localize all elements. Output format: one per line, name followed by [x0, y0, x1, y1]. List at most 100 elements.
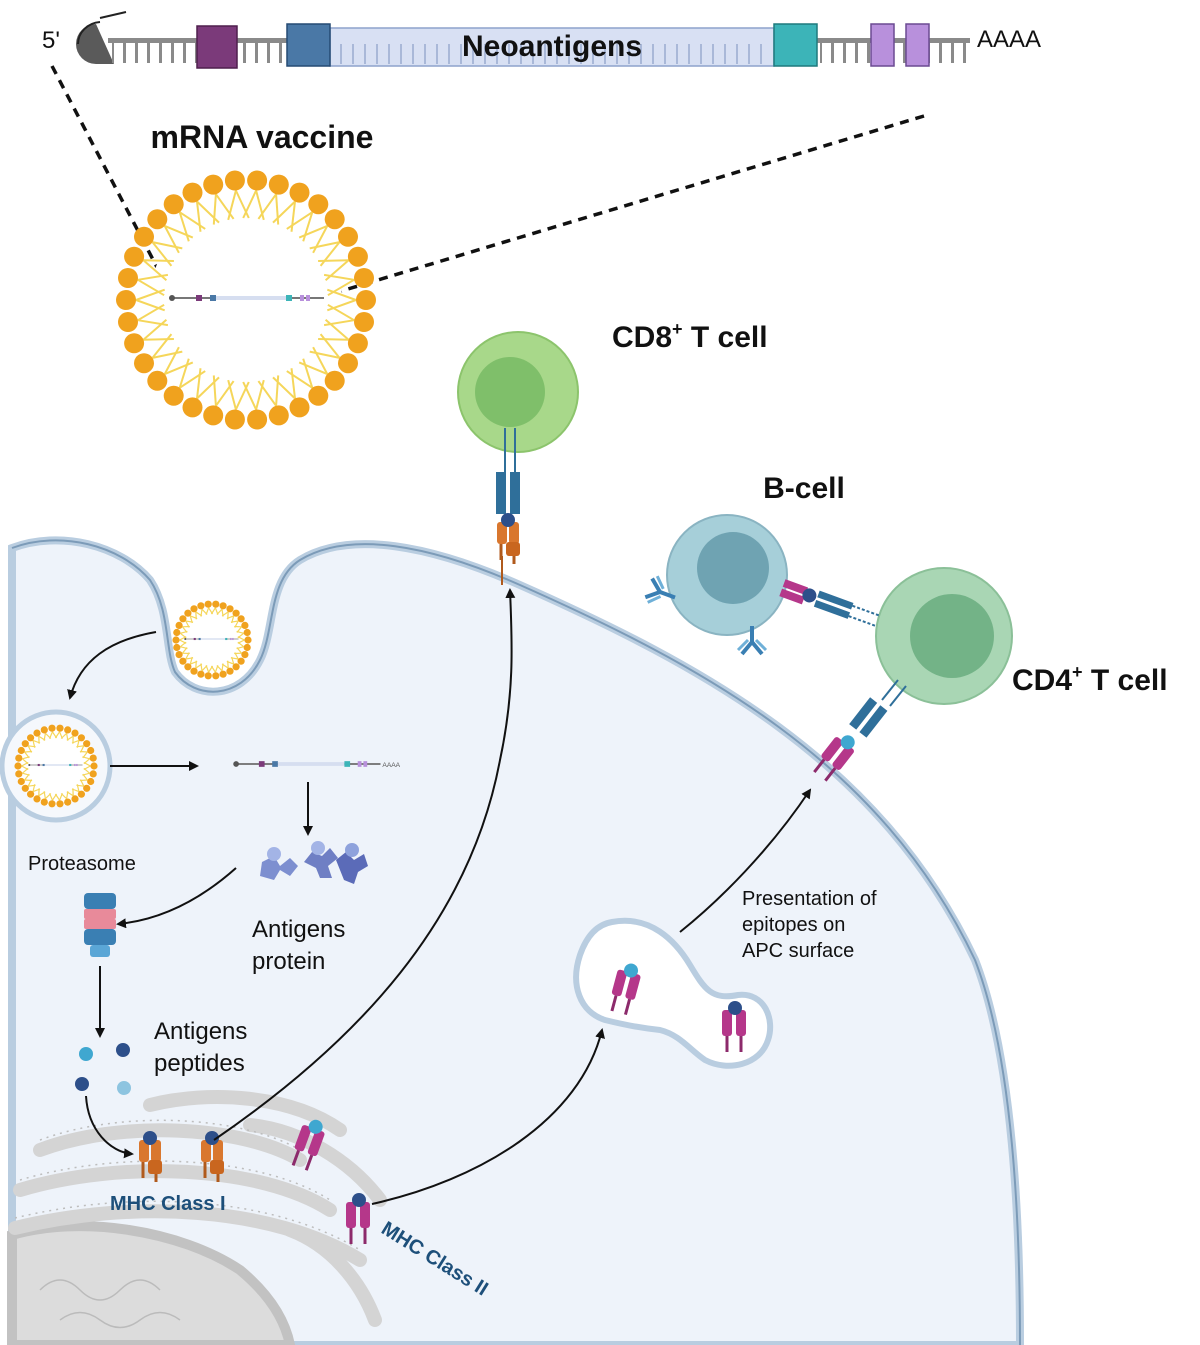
lipid-head: [224, 409, 245, 430]
antigen-protein-icon: [260, 841, 368, 884]
zoom-line-left: [50, 65, 174, 297]
lipid-head: [212, 600, 220, 608]
lipid-head: [308, 385, 329, 406]
lipid-head: [219, 602, 227, 610]
lipid-head: [324, 209, 345, 230]
lipid-head: [15, 770, 23, 778]
lipid-head: [224, 170, 245, 191]
lipid-head: [173, 643, 181, 652]
lipid-head: [289, 182, 310, 203]
cd4-apc-synapse: [808, 679, 907, 786]
lipid-head: [203, 405, 224, 426]
endoplasmic-reticulum: [8, 1090, 387, 1327]
lipid-nanoparticle: [116, 170, 376, 430]
lipid-head: [247, 409, 268, 430]
antigens-peptides-label-1: Antigens: [154, 1018, 247, 1045]
lipid-head: [338, 353, 358, 374]
endocytic-vesicle: [172, 600, 252, 680]
cd4-t-cell-label: CD4+ T cell: [1012, 662, 1168, 697]
cell-membrane: [8, 536, 1025, 1345]
lipid-head: [17, 777, 25, 786]
mrna-construct: 5' Neoantigens AAAA: [42, 11, 1041, 69]
nucleus: [7, 1221, 296, 1345]
antigens-protein-label-1: Antigens: [252, 916, 345, 943]
lipid-head: [134, 353, 154, 374]
lipid-head: [190, 667, 198, 675]
five-prime-label: 5': [42, 27, 60, 54]
lipid-head: [237, 657, 245, 665]
lipid-head: [56, 724, 64, 732]
lipid-head: [232, 663, 240, 671]
released-mrna-poly-a: AAAA: [382, 762, 400, 769]
lipid-head: [21, 784, 29, 792]
lipid-head: [21, 740, 29, 748]
lipid-head: [354, 312, 374, 332]
lipid-head: [241, 651, 249, 659]
lipid-head: [244, 636, 252, 644]
proteasome-label: Proteasome: [28, 853, 136, 875]
mrna-vaccine-title: mRNA vaccine: [151, 119, 374, 155]
presentation-label-3: APC surface: [742, 940, 854, 962]
lipid-head: [268, 405, 289, 426]
t-cell-receptor-icon: [496, 472, 520, 514]
lipid-head: [204, 672, 212, 680]
lipid-head: [134, 226, 154, 247]
lipid-head: [48, 800, 56, 808]
lipid-head: [56, 800, 64, 808]
utr-element: [196, 25, 238, 69]
lipid-head: [212, 672, 220, 680]
endosome: [0, 709, 113, 823]
b-cell-label: B-cell: [763, 472, 845, 505]
proteasome-icon: [84, 893, 116, 957]
mhc-ii-vesicle: [573, 917, 774, 1069]
lipid-head: [14, 762, 22, 770]
cd8-t-cell-label: CD8+ T cell: [612, 319, 768, 354]
lipid-head: [347, 333, 368, 354]
cap-icon: [76, 24, 114, 64]
lipid-head: [89, 754, 97, 762]
lipid-head: [116, 290, 136, 310]
lipid-head: [83, 784, 91, 792]
lipid-head: [175, 651, 183, 659]
lipid-head: [179, 615, 187, 623]
lipid-head: [40, 798, 48, 806]
lipid-head: [27, 734, 35, 742]
lipid-head: [219, 670, 227, 678]
lipid-head: [268, 174, 289, 195]
lipid-head: [182, 182, 203, 203]
lipid-head: [48, 724, 56, 732]
lipid-head: [241, 621, 249, 629]
lipid-head: [87, 746, 95, 755]
lipid-head: [347, 246, 368, 267]
lipid-head: [182, 397, 203, 418]
cd8-t-cell: [457, 331, 579, 585]
lipid-head: [87, 777, 95, 786]
lipid-head: [64, 798, 72, 806]
lipid-head: [77, 734, 85, 742]
lipid-head: [184, 663, 192, 671]
lipid-head: [40, 726, 48, 734]
lipid-head: [33, 729, 41, 737]
lipid-head: [226, 605, 234, 613]
lipid-head: [175, 621, 183, 629]
lipid-head: [232, 609, 240, 617]
lipid-head: [190, 605, 198, 613]
b-cell-cd4-synapse: [779, 579, 880, 627]
presentation-label-1: Presentation of: [742, 888, 877, 910]
mhc-class-i-label: MHC Class I: [110, 1193, 226, 1215]
lipid-head: [71, 729, 79, 737]
cd4-t-cell: [875, 567, 1013, 705]
lipid-head: [17, 746, 25, 755]
lipid-head: [308, 194, 329, 215]
lipid-head: [33, 795, 41, 803]
lipid-head: [64, 726, 72, 734]
lipid-head: [77, 790, 85, 798]
lipid-head: [226, 667, 234, 675]
lipid-head: [354, 268, 374, 288]
lipid-head: [124, 246, 145, 267]
lipid-head: [247, 170, 268, 191]
lipid-head: [197, 670, 205, 678]
lipid-head: [204, 600, 212, 608]
antigens-protein-label-2: protein: [252, 948, 325, 975]
